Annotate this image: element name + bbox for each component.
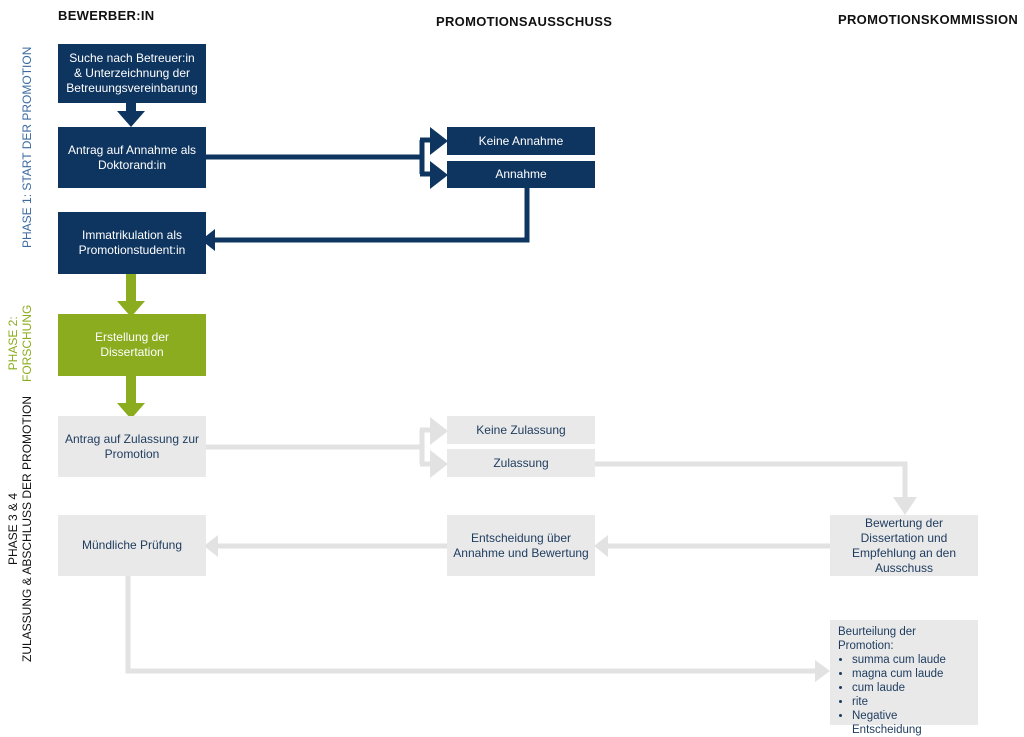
box-application-admission: Antrag auf Zulassung zur Promotion (58, 416, 206, 477)
box-no-acceptance: Keine Annahme (447, 127, 595, 155)
arrowhead-to-decision (594, 535, 608, 557)
box-evaluation: Bewertung der Dissertation und Empfehlun… (830, 515, 978, 576)
arrow-dissertation-to-admission (117, 376, 145, 419)
arrowhead-to-no-acceptance (430, 127, 448, 155)
column-header-commission: PROMOTIONSKOMMISSION (838, 12, 1019, 27)
box-decision: Entscheidung über Annahme und Bewertung (447, 515, 595, 576)
grading-title: Beurteilung der Promotion: (838, 626, 916, 652)
arrowhead-to-no-admission (430, 417, 448, 445)
arrowhead-to-acceptance (430, 161, 448, 189)
box-admission: Zulassung (447, 449, 595, 477)
box-grading: Beurteilung der Promotion: summa cum lau… (830, 620, 978, 736)
arrowhead-to-evaluation (893, 497, 917, 515)
box-acceptance: Annahme (447, 161, 595, 188)
arrow-admission-to-evaluation (595, 461, 908, 500)
box-dissertation: Erstellung der Dissertation (58, 314, 206, 376)
arrow-enrollment-to-dissertation (117, 274, 145, 317)
box-no-admission: Keine Zulassung (447, 416, 595, 444)
arrowhead-to-grading (815, 660, 830, 682)
column-header-committee: PROMOTIONSAUSSCHUSS (436, 14, 613, 29)
arrowhead-to-oral-exam (204, 535, 218, 557)
grade-item: summa cum laude (852, 653, 970, 667)
arrowhead-to-enrollment (201, 229, 215, 251)
arrow-acceptance-to-enrollment (214, 188, 530, 243)
arrow-admission-to-decision (205, 427, 432, 467)
grade-item: cum laude (852, 681, 970, 695)
grade-item: rite (852, 695, 970, 709)
arrow-oral-exam-to-grading (125, 576, 815, 674)
grading-list: summa cum laude magna cum laude cum laud… (838, 653, 970, 737)
arrow-application-to-decision (205, 137, 432, 177)
box-oral-exam: Mündliche Prüfung (58, 515, 206, 576)
box-application-doctoral: Antrag auf Annahme als Doktorand:in (58, 127, 206, 188)
box-supervisor-search: Suche nach Betreuer:in & Unterzeichnung … (58, 44, 206, 103)
grade-item: magna cum laude (852, 667, 970, 681)
box-enrollment: Immatrikulation als Promotionstudent:in (58, 212, 206, 274)
arrowhead-to-admission (430, 450, 448, 478)
grade-item: Negative Entscheidung (852, 709, 970, 737)
arrow-search-to-application (117, 98, 145, 127)
column-header-applicant: BEWERBER:IN (58, 8, 155, 23)
